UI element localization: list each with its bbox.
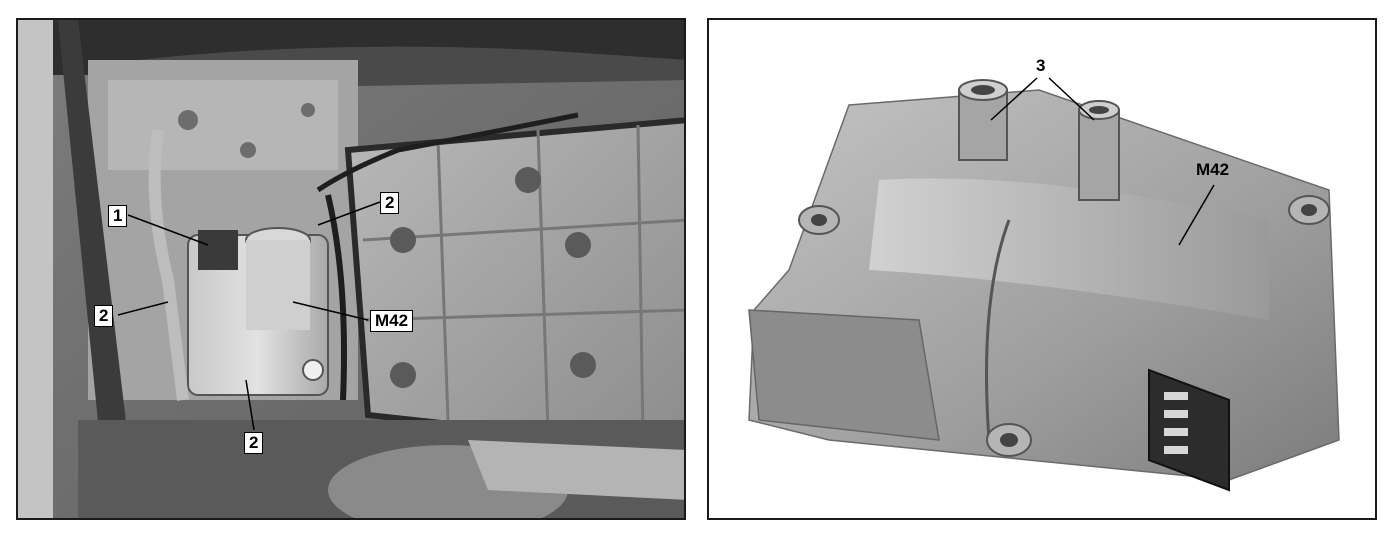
component-render-panel: 3 M42 [707, 18, 1377, 520]
leader-line [317, 201, 381, 226]
actuator-motor-render [748, 77, 1340, 492]
leader-line [292, 301, 369, 321]
leader-line [1178, 184, 1215, 246]
installation-photo [18, 20, 684, 518]
callout-2-top: 2 [380, 192, 400, 214]
leader-line [127, 214, 209, 246]
leader-line [990, 77, 1038, 121]
callout-2-left: 2 [94, 305, 114, 327]
callout-1: 1 [108, 205, 128, 227]
leader-line [245, 379, 255, 431]
installation-photo-panel: 1 2 2 2 M42 [16, 18, 686, 520]
leader-line [117, 301, 169, 316]
callout-m42: M42 [1196, 160, 1230, 179]
callout-3: 3 [1036, 56, 1046, 75]
leader-line [1048, 77, 1095, 121]
callout-2-bottom: 2 [244, 432, 264, 454]
callout-m42: M42 [370, 310, 414, 332]
